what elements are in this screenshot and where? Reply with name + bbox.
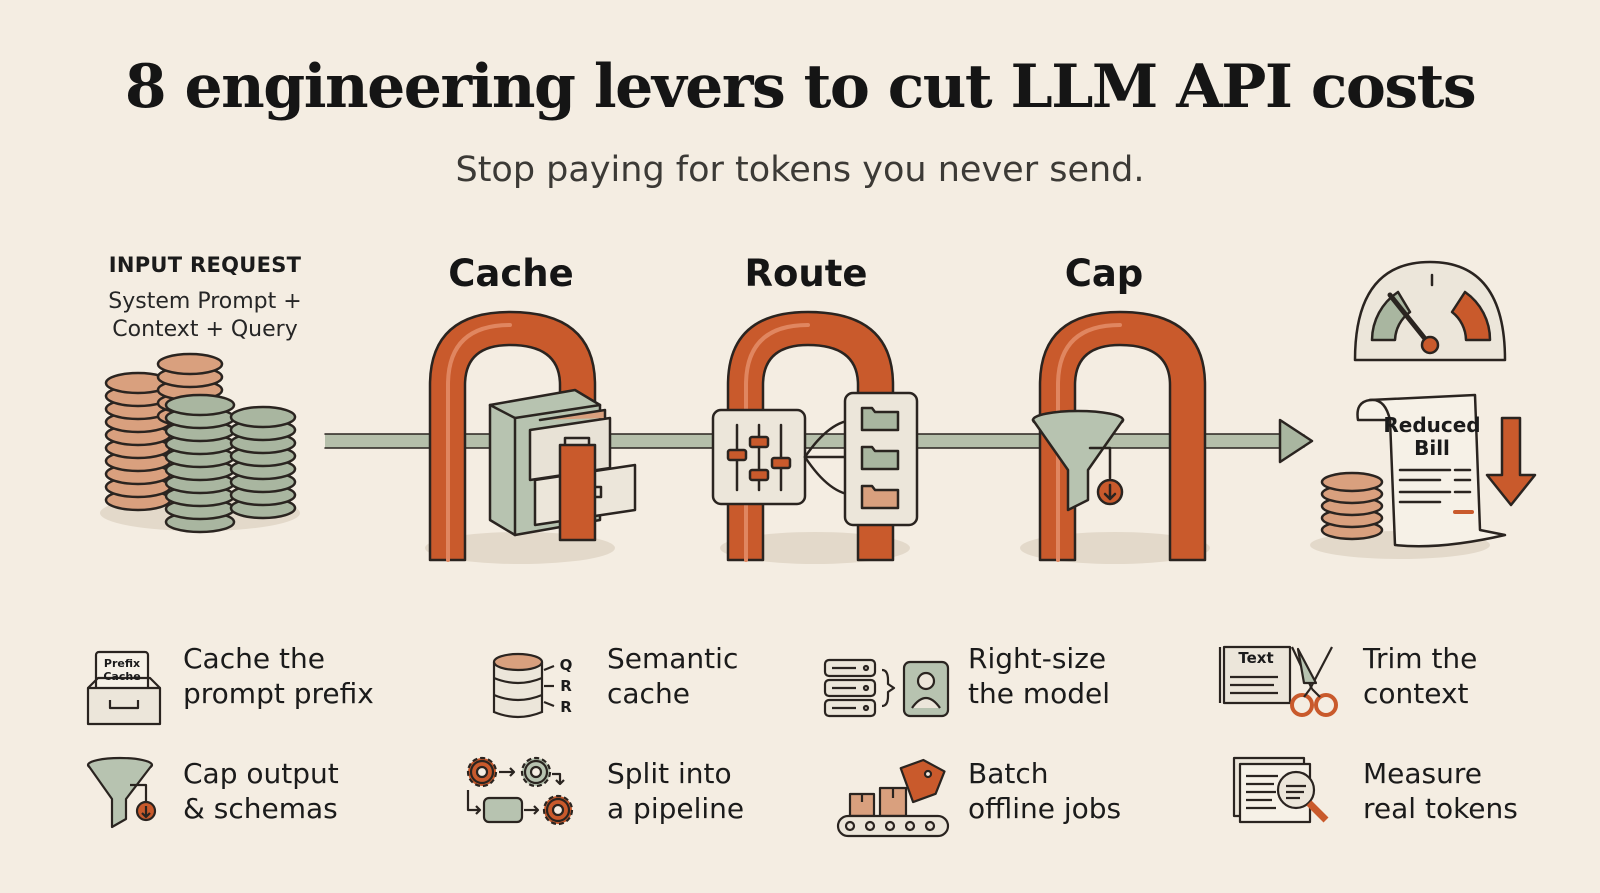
svg-text:Prefix: Prefix — [104, 657, 140, 670]
input-request-label: INPUT REQUEST — [108, 253, 302, 277]
svg-text:Text: Text — [1238, 649, 1273, 667]
stage-label-route: Route — [744, 252, 868, 295]
gauge-icon — [1353, 260, 1507, 362]
stage-label-cap: Cap — [1064, 252, 1144, 295]
conveyor-boxes-icon — [836, 758, 950, 838]
svg-text:R: R — [560, 677, 572, 695]
svg-text:R: R — [560, 698, 572, 716]
funnel-icon-small — [86, 756, 157, 829]
page-title: 8 engineering levers to cut LLM API cost… — [124, 52, 1477, 122]
gears-pipeline-icon — [466, 756, 574, 826]
page-subtitle: Stop paying for tokens you never send. — [455, 150, 1145, 190]
input-request-description: System Prompt + Context + Query — [108, 289, 302, 342]
reduced-bill-icon — [1310, 393, 1537, 559]
coin-stack-icon — [100, 352, 300, 534]
stage-label-cache: Cache — [448, 252, 574, 295]
bill-label-line1: Reduced — [1383, 413, 1480, 437]
database-qr-icon: Q R R — [492, 652, 573, 719]
magnifier-document-icon — [1232, 756, 1329, 824]
server-to-person-icon — [823, 658, 950, 718]
router-sliders-icon — [711, 391, 919, 527]
lever-cap-output-schemas: Cap output& schemas — [183, 757, 339, 825]
bill-label-line2: Bill — [1414, 436, 1450, 460]
scissors-text-icon: Text — [1218, 645, 1338, 717]
prefix-cache-box-icon: Prefix Cache — [86, 650, 162, 726]
svg-text:Cache: Cache — [103, 670, 140, 683]
svg-text:Q: Q — [560, 656, 573, 674]
funnel-icon — [1031, 409, 1125, 512]
